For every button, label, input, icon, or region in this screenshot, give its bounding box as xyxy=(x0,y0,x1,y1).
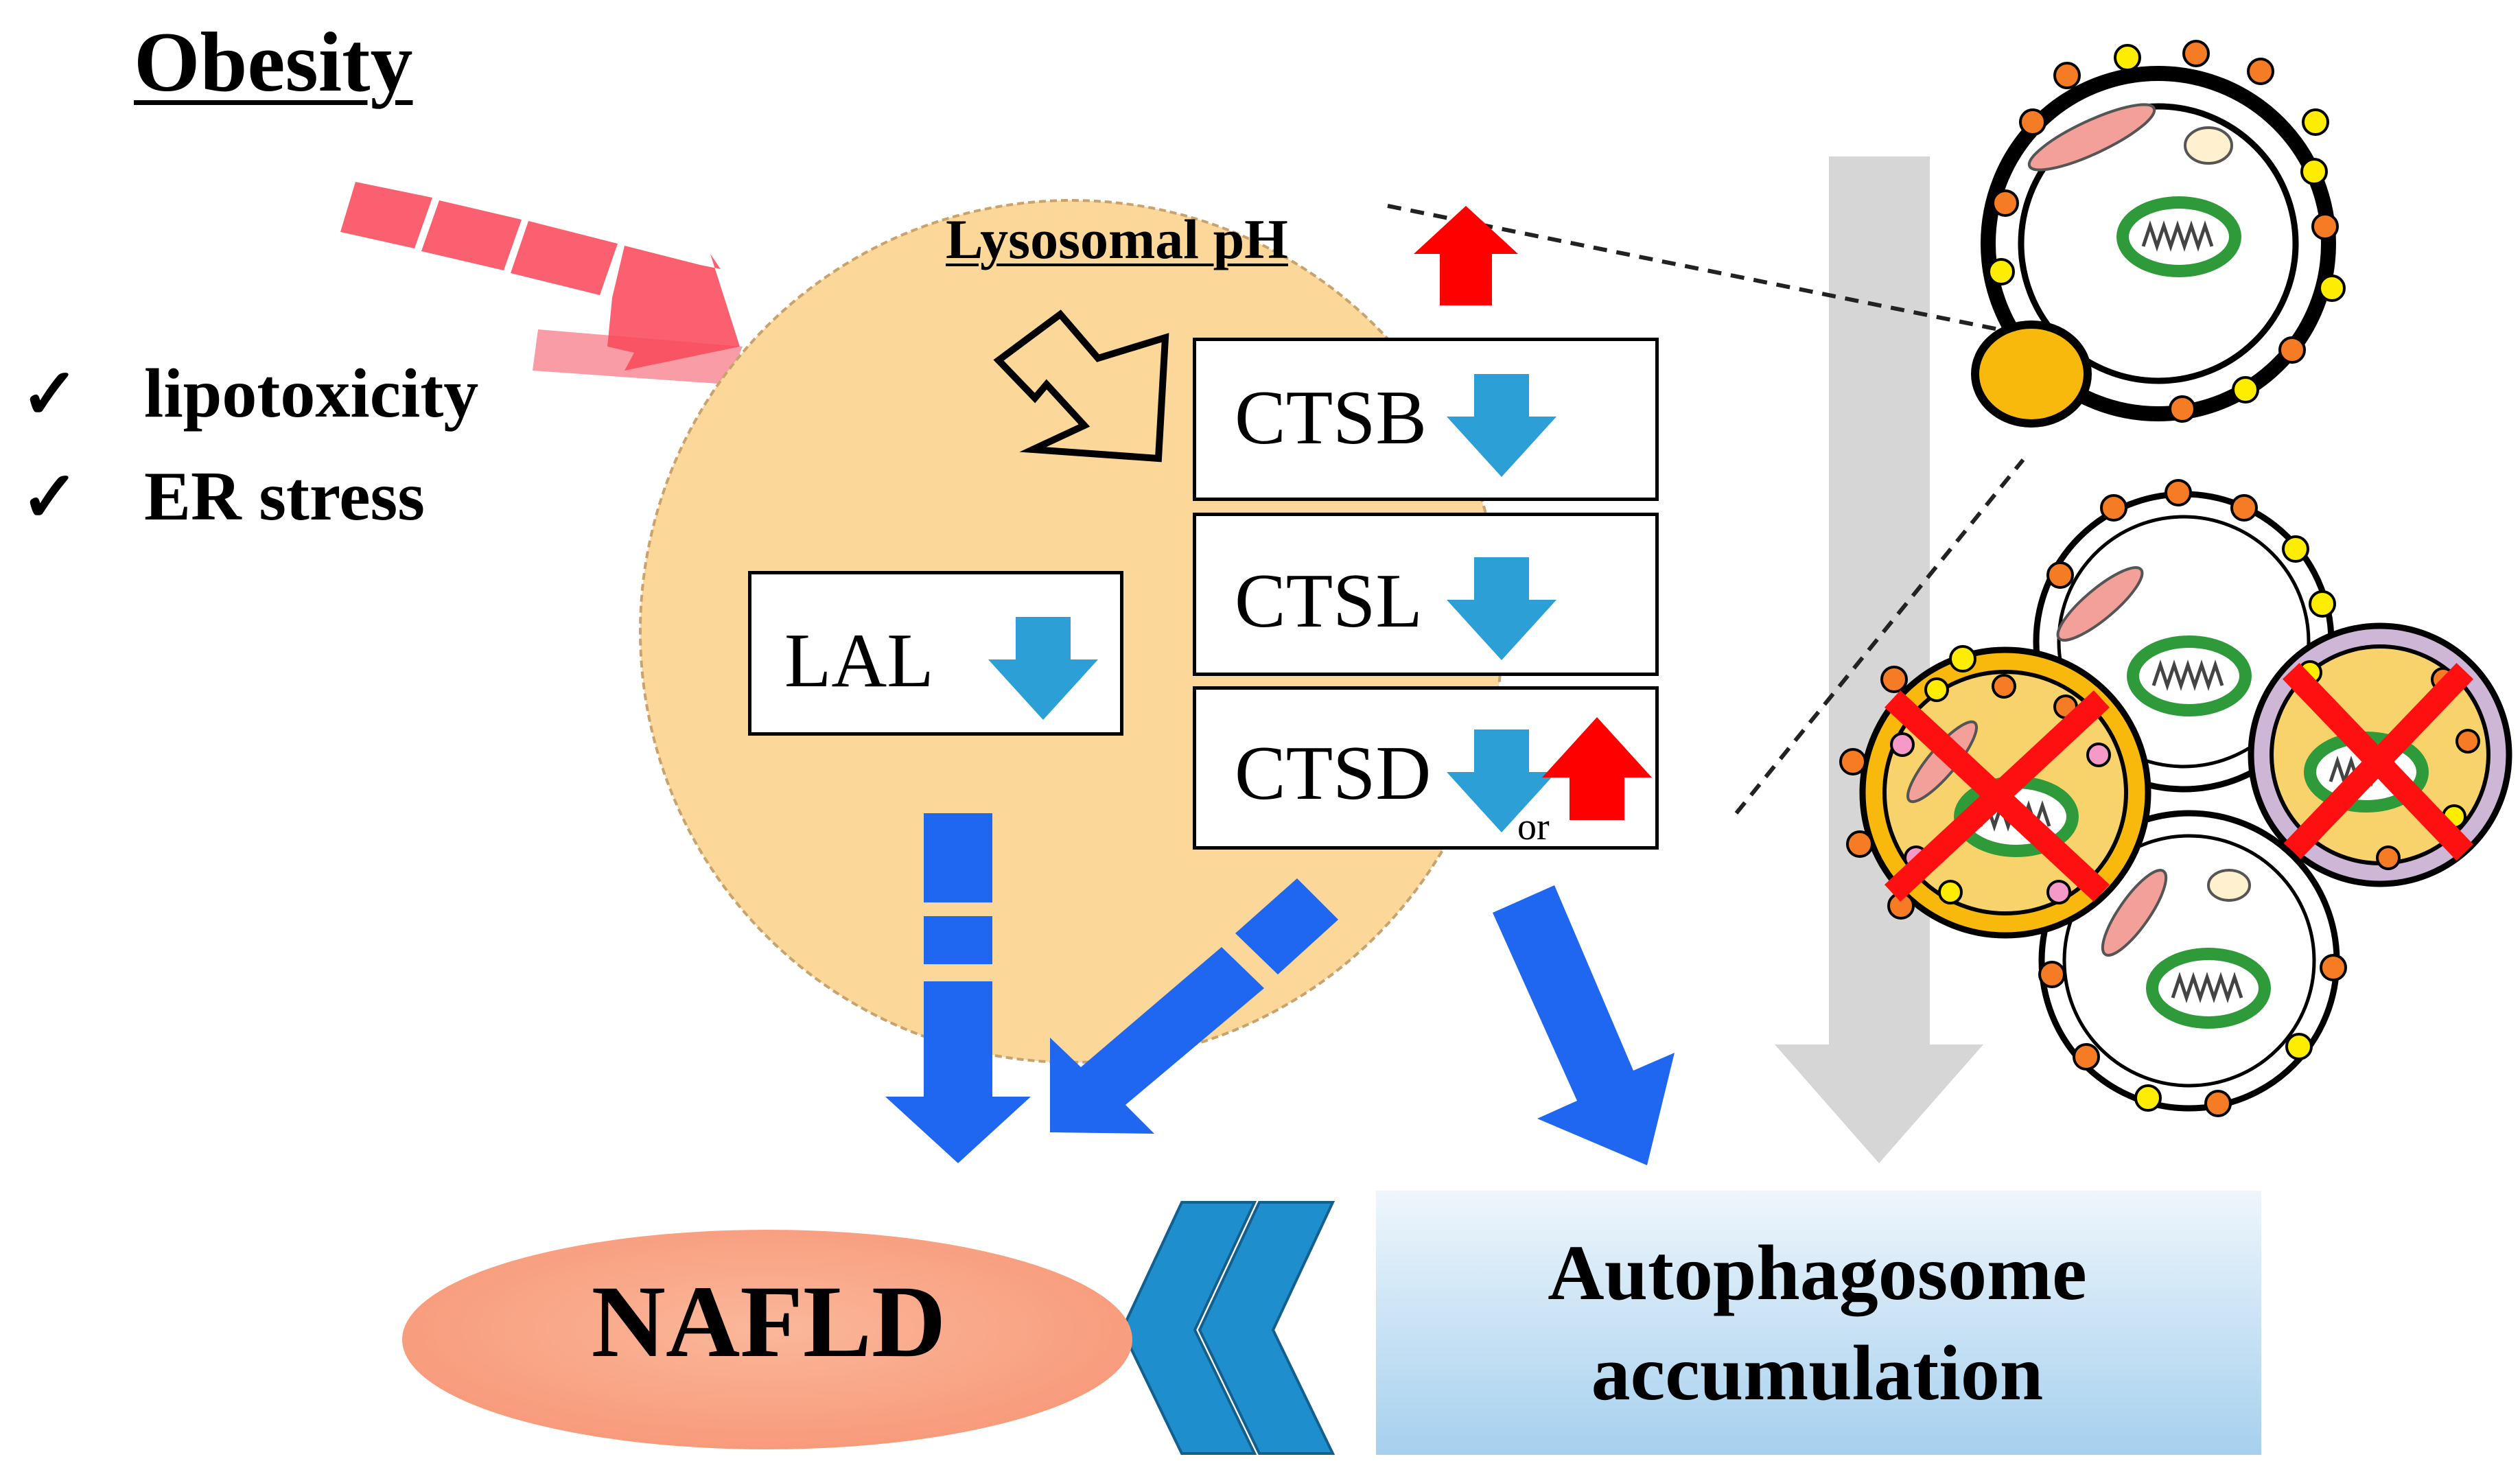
blue-down-arrow-icon xyxy=(1447,557,1556,660)
nafld-label: NAFLD xyxy=(591,1265,946,1379)
lal-label: LAL xyxy=(784,618,934,703)
blue-down-arrow-icon xyxy=(1447,729,1556,832)
lysosomal-ph-label: Lysosomal pH xyxy=(946,208,1288,270)
ctsd-effect-arrow xyxy=(1050,878,1338,1134)
hollow-arrow-icon xyxy=(993,310,1169,463)
checkmark-icon: ✓ xyxy=(21,459,80,537)
red-up-arrow-icon xyxy=(1542,717,1652,820)
checkmark-icon: ✓ xyxy=(21,356,80,434)
cross-icon xyxy=(2282,662,2474,861)
nafld-shape xyxy=(402,1230,1132,1449)
ctsb-label: CTSB xyxy=(1235,375,1427,460)
condition-er-stress: ER stress xyxy=(144,458,425,535)
autophagy-flux-arrow xyxy=(1775,156,1983,1163)
autophagosome-box xyxy=(1376,1191,2261,1455)
zoom-line xyxy=(1734,458,2025,815)
blue-down-arrow-icon xyxy=(988,617,1098,720)
lal-box: LAL xyxy=(748,571,1123,736)
lal-effect-arrow xyxy=(885,813,1031,1163)
blue-down-arrow-icon xyxy=(1447,374,1556,477)
autophagosome-accumulation-label: Autophagosome accumulation xyxy=(1548,1229,2087,1416)
zoom-line xyxy=(1387,204,1999,331)
or-label: or xyxy=(1517,806,1550,848)
obesity-arrow xyxy=(340,182,743,384)
autolysosome-fusion-illustration xyxy=(1971,40,2346,428)
condition-lipotoxicity: lipotoxicity xyxy=(144,355,479,432)
cross-icon xyxy=(1884,690,2110,902)
ctsb-box: CTSB xyxy=(1193,338,1659,501)
obesity-title: Obesity xyxy=(134,15,413,109)
red-up-arrow-icon xyxy=(1414,206,1518,305)
ctsl-box: CTSL xyxy=(1193,513,1659,676)
ctsd-box: CTSD or xyxy=(1193,686,1659,850)
ctsd-label: CTSD xyxy=(1235,731,1432,816)
accumulated-autophagosomes-illustration xyxy=(1839,479,2512,1117)
autophagosome-effect-arrow xyxy=(1493,885,1675,1165)
chevron-icon xyxy=(1198,1201,1335,1455)
ctsl-label: CTSL xyxy=(1235,559,1423,644)
